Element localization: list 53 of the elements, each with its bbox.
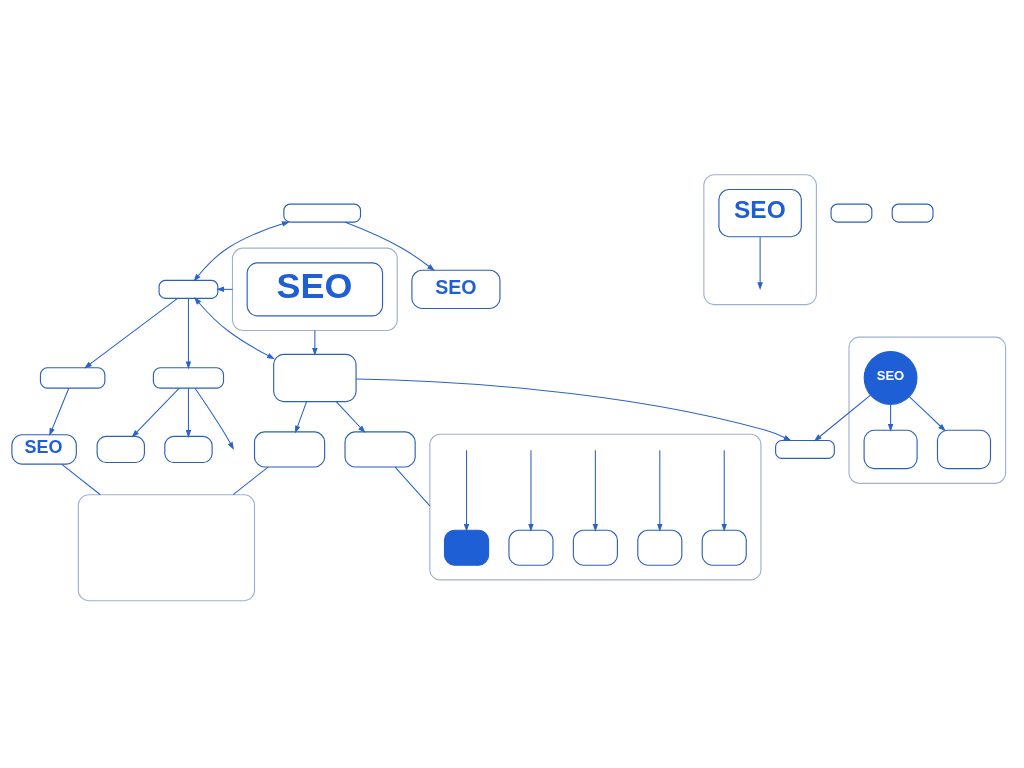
arrow [193,220,290,282]
arrow [887,403,894,432]
node-box [152,366,225,389]
arrow [84,297,179,369]
node-box: SEO [411,269,501,309]
connector [394,466,431,506]
arrow [463,449,470,532]
arrow [528,449,534,532]
node-box [891,203,934,223]
node-box [443,529,490,566]
arrow [194,387,235,450]
node-box [344,430,416,468]
arrow [312,329,318,356]
node-box [775,439,835,459]
node-box [158,279,219,299]
node-box [701,529,747,566]
node-box [273,353,357,402]
node-box [77,493,256,601]
arrow [757,236,763,290]
node-circle: SEO [863,350,918,405]
cluster [429,433,762,580]
node-box: SEO [246,261,384,316]
node-box [637,529,683,566]
arrow [908,395,946,431]
node-box [863,429,918,469]
node-box [572,529,618,566]
arrow [185,297,192,369]
connector [232,466,269,495]
node-box [283,203,362,223]
arrow [721,449,727,532]
node-box [508,529,554,566]
node-box [936,429,992,469]
arrow [813,394,872,441]
connector [61,463,101,495]
arrow [49,387,70,436]
arrow [344,221,435,271]
arrow [295,400,308,433]
arrow [185,387,192,438]
node-box: SEO [11,433,77,465]
node-box [39,366,106,389]
arrow [355,378,792,441]
node-box [830,203,873,223]
node-box [164,435,213,463]
cluster [848,336,1007,484]
arrow [592,449,599,532]
arrow [335,400,366,433]
arrow [657,449,663,532]
cluster [231,247,398,331]
node-box: SEO [718,188,802,237]
node-box [96,435,145,463]
node-box [253,430,326,468]
arrow [131,387,180,437]
arrow [194,296,275,359]
